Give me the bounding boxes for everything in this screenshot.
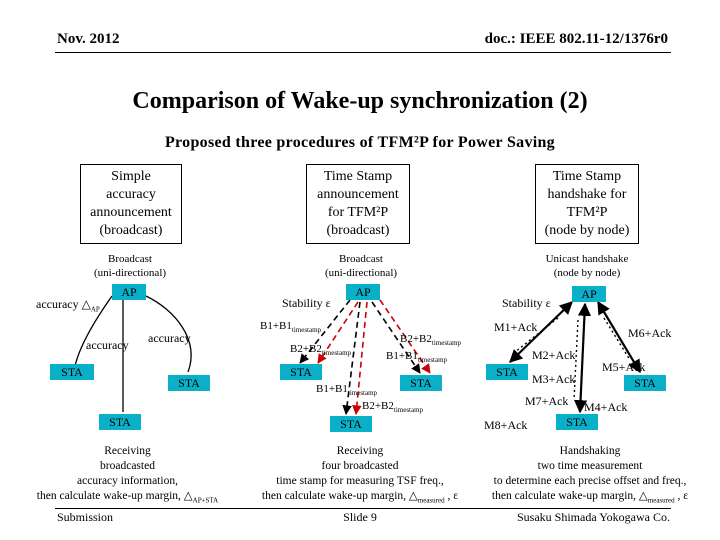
col2-b2-mid-label: B2+B2timestamp <box>290 343 352 358</box>
col2-stability-label: Stability ε <box>282 296 331 310</box>
footer-slide-number: Slide 9 <box>343 510 377 524</box>
col3-description-line: to determine each precise offset and fre… <box>493 475 687 487</box>
col3-ap-node: AP <box>572 286 606 302</box>
page-subtitle: Proposed three procedures of TFM²P for P… <box>164 134 555 151</box>
col3-m7-label: M7+Ack <box>525 394 569 408</box>
col2-sta-right-node: STA <box>400 375 442 391</box>
col2-box-line: Time Stamp <box>323 169 393 184</box>
col1-mode: Broadcast (uni-directional) <box>65 252 195 280</box>
col3-description: Handshaking two time measurement to dete… <box>470 444 710 508</box>
col2-description-line: Receiving <box>336 445 384 457</box>
col3-box-line: Time Stamp <box>552 169 622 184</box>
col2-box-line: announcement <box>317 187 399 202</box>
col1-sta-bottom-node: STA <box>99 414 141 430</box>
col1-box-line: (broadcast) <box>99 223 163 238</box>
col2-sta-bottom-node: STA <box>330 416 372 432</box>
col3-box-line: TFM²P <box>566 205 608 220</box>
col3-links <box>509 300 641 414</box>
footer-rule <box>55 508 671 509</box>
col2-b2-label: B2+B2timestamp <box>400 333 462 348</box>
col1-box-line: announcement <box>90 205 172 220</box>
col3-m2-label: M2+Ack <box>532 348 576 362</box>
col2-description-line: then calculate wake-up margin, △measured… <box>261 490 459 505</box>
col1-description-line: Receiving <box>104 445 151 457</box>
col2-box-line: for TFM²P <box>327 205 389 220</box>
col2-title-box: Time Stamp announcement for TFM²P (broad… <box>306 164 410 244</box>
col3-box-line: handshake for <box>547 187 627 202</box>
col1-ap-node: AP <box>112 284 146 300</box>
col3-description-line: two time measurement <box>537 460 643 472</box>
col1-box-line: Simple <box>111 169 151 184</box>
col3-m3-label: M3+Ack <box>532 372 576 386</box>
col1-box-line: accuracy <box>106 187 156 202</box>
col3-stability-label: Stability ε <box>502 296 551 310</box>
col3-sta-right-node: STA <box>624 375 666 391</box>
col3-mode-line: Unicast handshake <box>545 253 629 265</box>
col2-b2-low-label: B2+B2timestamp <box>362 400 424 415</box>
col3-m6-label: M6+Ack <box>628 326 672 340</box>
col2-b1-label: B1+B1timestamp <box>260 320 322 335</box>
col2-mode-line: Broadcast <box>339 253 383 265</box>
col2-description: Receiving four broadcasted time stamp fo… <box>240 444 480 508</box>
header-rule <box>55 52 671 53</box>
col3-m5-label: M5+Ack <box>602 360 646 374</box>
col2-ap-node: AP <box>346 284 380 300</box>
col2-links <box>299 299 431 415</box>
col1-description-line: accuracy information, <box>77 475 178 487</box>
col3-box-line: (node by node) <box>544 223 630 238</box>
col1-links <box>74 295 192 412</box>
col1-sta-right-node: STA <box>168 375 210 391</box>
col1-description-line: then calculate wake-up margin, △AP+STA <box>36 490 219 505</box>
col2-mode: Broadcast (uni-directional) <box>296 252 426 280</box>
col2-box-line: (broadcast) <box>326 223 390 238</box>
col2-mode-line: (uni-directional) <box>324 267 398 279</box>
footer-submission: Submission <box>57 510 114 524</box>
col3-mode: Unicast handshake (node by node) <box>522 252 652 280</box>
col3-m4-label: M4+Ack <box>584 400 628 414</box>
col1-mode-line: (uni-directional) <box>93 267 167 279</box>
col1-description-line: broadcasted <box>100 460 155 472</box>
col3-sta-left-node: STA <box>486 364 528 380</box>
col2-b1-mid-label: B1+B1timestamp <box>386 350 448 365</box>
col3-description-line: Handshaking <box>559 445 621 457</box>
col1-accuracy-delta-label: accuracy △AP <box>36 297 100 314</box>
col1-description: Receiving broadcasted accuracy informati… <box>20 444 235 508</box>
col3-title-box: Time Stamp handshake for TFM²P (node by … <box>535 164 639 244</box>
col3-m1-label: M1+Ack <box>494 320 538 334</box>
col3-m8-label: M8+Ack <box>484 418 528 432</box>
header-date: Nov. 2012 <box>57 31 120 47</box>
col2-description-line: four broadcasted <box>321 460 399 472</box>
col2-sta-left-node: STA <box>280 364 322 380</box>
col2-b1-low-label: B1+B1timestamp <box>316 383 378 398</box>
page-title: Comparison of Wake-up synchronization (2… <box>132 88 588 114</box>
col1-title-box: Simple accuracy announcement (broadcast) <box>80 164 182 244</box>
col1-accuracy-right-label: accuracy <box>148 331 191 345</box>
col2-description-line: time stamp for measuring TSF freq., <box>276 475 444 487</box>
col1-accuracy-left-label: accuracy <box>86 338 129 352</box>
col3-description-line: then calculate wake-up margin, △measured… <box>491 490 689 505</box>
col3-sta-bottom-node: STA <box>556 414 598 430</box>
header-doc-id: doc.: IEEE 802.11-12/1376r0 <box>484 31 668 47</box>
col1-sta-left-node: STA <box>50 364 94 380</box>
col1-mode-line: Broadcast <box>108 253 152 265</box>
col3-mode-line: (node by node) <box>553 267 621 279</box>
footer-author: Susaku Shimada Yokogawa Co. <box>516 510 670 524</box>
